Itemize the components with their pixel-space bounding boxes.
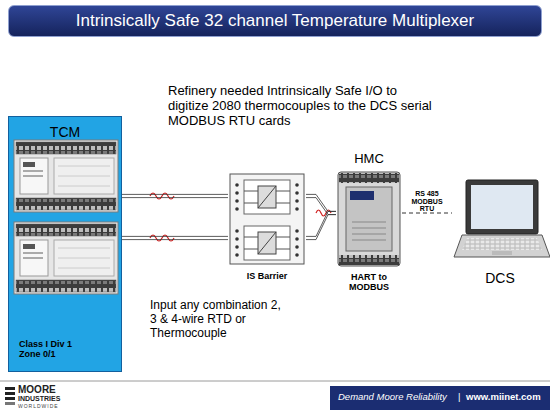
node-note: HART to MODBUS: [336, 272, 402, 293]
barrier-channel: [235, 180, 299, 214]
wire-line: [306, 211, 336, 236]
note-text: Refinery needed Intrinsically Safe I/O t…: [168, 84, 440, 129]
wire-line: [306, 194, 336, 211]
company-logo-mark: [5, 387, 15, 390]
wire-line: [122, 197, 228, 198]
footer-url: www.miinet.com: [466, 392, 541, 403]
footer-slogan: Demand Moore Reliability: [338, 392, 447, 403]
hmc-device: [352, 234, 386, 235]
footer-divider: |: [458, 392, 460, 403]
hart-signal-symbol: [150, 193, 331, 241]
laptop-illustration: [462, 238, 542, 250]
company-logo-mark: [5, 397, 15, 400]
hart-signal-symbol: [150, 193, 174, 199]
signal-wire: [122, 194, 228, 197]
node-heading: DCS: [452, 270, 548, 286]
is-barrier-device: [230, 174, 304, 264]
node-heading: HMC: [336, 152, 402, 167]
wire-line: [122, 194, 228, 195]
signal-wire: [306, 194, 336, 239]
company-logo-mark: [5, 402, 15, 405]
hmc-device: [352, 240, 386, 241]
logo-text: WORLDWIDE: [18, 404, 59, 410]
hmc-device: [352, 228, 386, 229]
hmc-device: [338, 172, 400, 266]
footer-band: [330, 386, 550, 410]
hmc-device: [346, 187, 392, 251]
company-logo-mark: [5, 392, 15, 395]
company-logo-mark: [5, 387, 15, 405]
computer-box: DCS: [452, 178, 548, 258]
hart-signal-symbol: [150, 235, 174, 241]
note-text: Input any combination 2, 3 & 4-wire RTD …: [150, 299, 284, 340]
footer-rule: [0, 381, 550, 382]
node-heading: TCM: [9, 124, 121, 140]
wire-line: [122, 236, 228, 237]
barrier-box: IS Barrier: [228, 172, 306, 266]
converter-box: HMCHART to MODBUS: [336, 170, 402, 266]
wire-line: [122, 239, 228, 240]
hmc-device: [339, 255, 399, 265]
is-barrier-device: [230, 174, 304, 264]
signal-wire: [122, 236, 228, 239]
hart-signal-symbol: [316, 210, 331, 216]
tcm-module: [14, 222, 118, 294]
enclosure-box: TCM Class I Div 1 Zone 0/1: [8, 116, 122, 372]
title-text: Intrinsically Safe 32 channel Temperatur…: [76, 11, 474, 31]
wire-line: [306, 215, 336, 240]
node-note: Class I Div 1 Zone 0/1: [19, 339, 91, 360]
wire-line: [306, 198, 336, 215]
tcm-module: [14, 140, 118, 212]
hmc-device: [339, 173, 399, 183]
hmc-device: [350, 191, 374, 200]
link-label: RS 485 MODBUS RTU: [405, 190, 449, 213]
serial-link: [402, 213, 452, 214]
hmc-device: [338, 172, 400, 266]
logo-text: MOORE: [18, 384, 56, 396]
barrier-channel: [235, 226, 299, 260]
hmc-device: [352, 222, 386, 223]
laptop-illustration: [454, 235, 550, 257]
laptop-illustration: [492, 251, 512, 255]
title-bar: Intrinsically Safe 32 channel Temperatur…: [8, 5, 542, 37]
node-heading: IS Barrier: [218, 271, 316, 281]
laptop-illustration: [454, 180, 550, 257]
wire-line: [402, 213, 452, 214]
laptop-illustration: [471, 185, 533, 229]
logo-text: INDUSTRIES: [18, 395, 60, 403]
laptop-illustration: [466, 180, 538, 234]
